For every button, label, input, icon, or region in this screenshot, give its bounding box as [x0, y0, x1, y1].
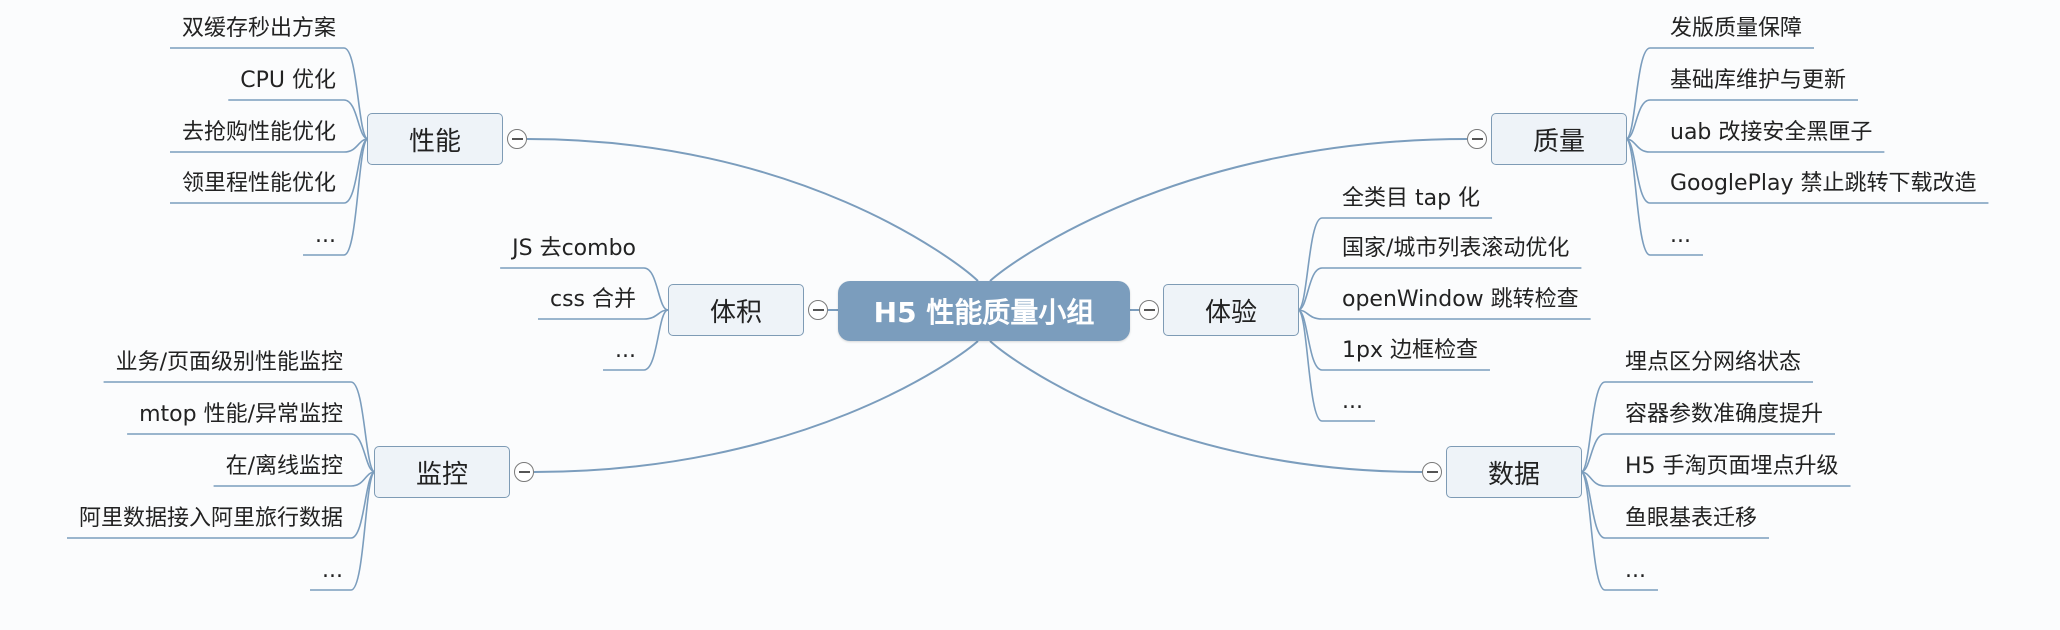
- leaf-data-1[interactable]: 容器参数准确度提升: [1625, 402, 1824, 427]
- collapse-toggle-performance[interactable]: [507, 129, 527, 149]
- leaf-performance-1[interactable]: CPU 优化: [240, 68, 336, 93]
- leaf-connector: [643, 267, 669, 311]
- leaf-connector: [350, 471, 376, 591]
- main-connector-monitoring: [533, 340, 979, 473]
- leaf-connector: [1580, 381, 1606, 473]
- branch-quality[interactable]: 质量: [1491, 113, 1627, 165]
- leaf-monitoring-4[interactable]: ...: [322, 558, 343, 583]
- leaf-performance-2[interactable]: 去抢购性能优化: [181, 120, 336, 145]
- leaf-connector: [643, 309, 669, 371]
- leaf-connector: [350, 433, 376, 473]
- leaf-connector: [350, 381, 376, 473]
- leaf-size-1[interactable]: css 合并: [549, 287, 636, 312]
- collapse-toggle-quality[interactable]: [1467, 129, 1487, 149]
- leaf-size-0[interactable]: JS 去combo: [512, 236, 636, 261]
- main-connector-performance: [526, 138, 979, 282]
- branch-experience[interactable]: 体验: [1163, 284, 1299, 336]
- leaf-connector: [1625, 99, 1651, 140]
- collapse-toggle-size[interactable]: [808, 300, 828, 320]
- leaf-monitoring-3[interactable]: 阿里数据接入阿里旅行数据: [78, 506, 343, 531]
- leaf-performance-0[interactable]: 双缓存秒出方案: [181, 16, 336, 41]
- leaf-monitoring-1[interactable]: mtop 性能/异常监控: [139, 402, 343, 427]
- leaf-connector: [343, 138, 369, 256]
- leaf-connector: [1580, 433, 1606, 473]
- leaf-monitoring-0[interactable]: 业务/页面级别性能监控: [115, 350, 343, 375]
- leaf-experience-4[interactable]: ...: [1342, 389, 1363, 414]
- collapse-toggle-data[interactable]: [1422, 462, 1442, 482]
- branch-data[interactable]: 数据: [1446, 446, 1582, 498]
- leaf-connector: [1625, 138, 1651, 204]
- leaf-connector: [343, 47, 369, 140]
- leaf-monitoring-2[interactable]: 在/离线监控: [225, 454, 343, 479]
- leaf-quality-1[interactable]: 基础库维护与更新: [1670, 68, 1847, 93]
- leaf-quality-2[interactable]: uab 改接安全黑匣子: [1670, 120, 1873, 145]
- leaf-data-4[interactable]: ...: [1625, 558, 1646, 583]
- branch-monitoring[interactable]: 监控: [374, 446, 510, 498]
- branch-size[interactable]: 体积: [668, 284, 804, 336]
- leaf-connector: [1297, 267, 1323, 311]
- leaf-connector: [1297, 309, 1323, 422]
- collapse-toggle-monitoring[interactable]: [514, 462, 534, 482]
- leaf-connector: [1625, 138, 1651, 256]
- leaf-quality-4[interactable]: ...: [1670, 223, 1691, 248]
- leaf-experience-2[interactable]: openWindow 跳转检查: [1342, 287, 1579, 312]
- branch-performance[interactable]: 性能: [367, 113, 503, 165]
- leaf-experience-0[interactable]: 全类目 tap 化: [1342, 186, 1481, 211]
- leaf-quality-3[interactable]: GooglePlay 禁止跳转下载改造: [1670, 171, 1977, 196]
- main-connector-data: [989, 340, 1423, 473]
- leaf-experience-3[interactable]: 1px 边框检查: [1342, 338, 1478, 363]
- leaf-data-2[interactable]: H5 手淘页面埋点升级: [1625, 454, 1839, 479]
- main-connector-quality: [989, 138, 1468, 282]
- leaf-data-0[interactable]: 埋点区分网络状态: [1625, 350, 1802, 375]
- central-topic[interactable]: H5 性能质量小组: [838, 281, 1130, 341]
- leaf-performance-3[interactable]: 领里程性能优化: [181, 171, 336, 196]
- leaf-quality-0[interactable]: 发版质量保障: [1670, 16, 1803, 41]
- leaf-size-2[interactable]: ...: [615, 338, 636, 363]
- leaf-connector: [343, 138, 369, 204]
- leaf-connector: [1297, 217, 1323, 311]
- collapse-toggle-experience[interactable]: [1139, 300, 1159, 320]
- leaf-connector: [1625, 47, 1651, 140]
- leaf-connector: [1580, 471, 1606, 591]
- leaf-experience-1[interactable]: 国家/城市列表滚动优化: [1342, 236, 1570, 261]
- leaf-connector: [343, 99, 369, 140]
- leaf-data-3[interactable]: 鱼眼基表迁移: [1625, 506, 1758, 531]
- leaf-performance-4[interactable]: ...: [315, 223, 336, 248]
